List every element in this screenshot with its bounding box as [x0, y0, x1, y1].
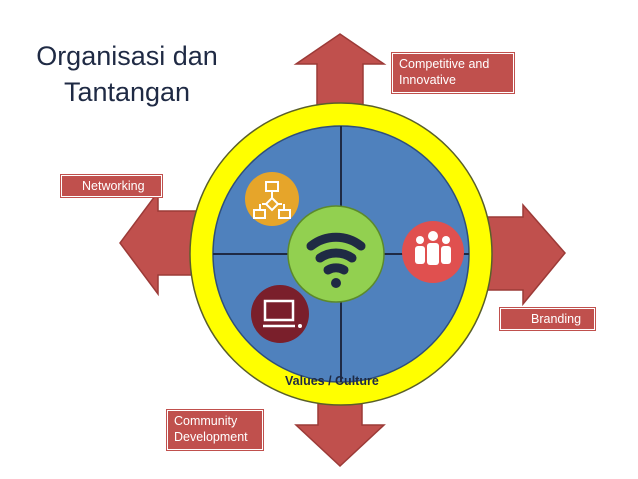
wifi-icon [306, 232, 366, 275]
label-community-line-2: Development [174, 430, 248, 444]
title-line-1: Organisasi dan [36, 41, 218, 71]
computer-icon [251, 285, 309, 343]
wifi-dot [331, 278, 341, 288]
label-branding: Branding [500, 308, 595, 330]
label-competitive-line-2: Innovative [399, 73, 456, 87]
label-networking: Networking [61, 175, 162, 197]
label-competitive-line-1: Competitive and [399, 57, 490, 71]
label-community-development: Community Development [167, 410, 263, 450]
title-line-2: Tantangan [63, 77, 191, 107]
diagram-title: Organisasi dan Tantangan [22, 38, 232, 110]
label-community-line-1: Community [174, 414, 238, 428]
values-culture-label: Values / Culture [285, 374, 379, 388]
label-competitive-innovative: Competitive and Innovative [392, 53, 514, 93]
arrow-up [293, 33, 387, 113]
